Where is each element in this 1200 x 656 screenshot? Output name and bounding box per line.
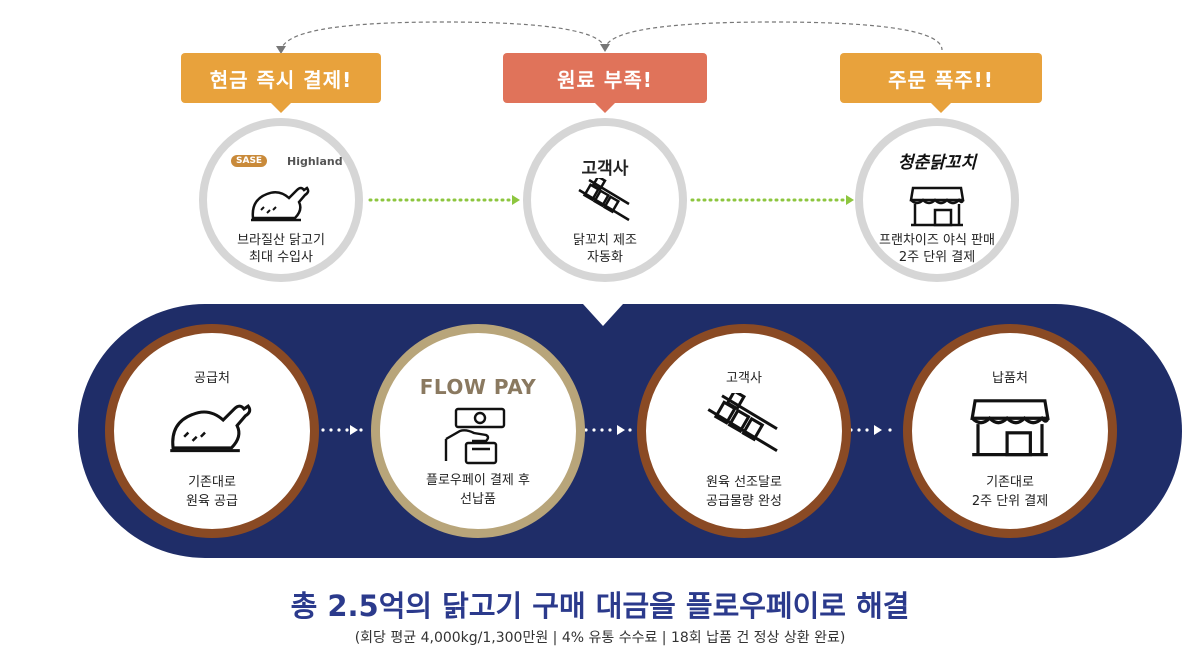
supplier-title: 공급처 <box>194 371 230 386</box>
band-connectors <box>313 425 892 435</box>
step-supplier: 공급처 기존대로 원육 공급 <box>105 324 319 538</box>
chicken-icon <box>251 186 310 222</box>
client-step-caption-line1: 원육 선조달로 <box>706 475 782 490</box>
step-client: 고객사 원육 선조달로 공급물량 완성 <box>637 324 851 538</box>
tag-cash-payment: 현금 즉시 결제! <box>181 53 381 113</box>
skewer-icon <box>707 393 778 453</box>
top-connector-arcs <box>276 21 943 54</box>
band-notch <box>583 304 623 326</box>
flow-pay-caption-line1: 플로우페이 결제 후 <box>426 473 530 488</box>
tag-material-shortage: 원료 부족! <box>503 53 707 113</box>
storefront-icon <box>970 399 1050 457</box>
sase-logo: SASE Highland <box>231 154 343 172</box>
highland-logo-text: Highland <box>287 155 343 168</box>
top-circle-franchise: 청춘닭꼬치 프랜차이즈 야식 판매 2주 단위 결제 <box>855 118 1019 282</box>
client-caption-line1: 닭꼬치 제조 <box>573 233 637 248</box>
importer-caption-line2: 최대 수입사 <box>249 250 313 265</box>
buyer-caption-line1: 기존대로 <box>986 475 1034 490</box>
step-flow-pay: FLOW PAY 플로우페이 결제 후 선납품 <box>371 324 585 538</box>
tag-order-surge: 주문 폭주!! <box>840 53 1042 113</box>
flow-pay-title: FLOW PAY <box>419 375 537 399</box>
storefront-icon <box>909 186 965 227</box>
sase-logo-text: SASE <box>231 155 268 167</box>
buyer-caption-line2: 2주 단위 결제 <box>971 494 1049 509</box>
top-circle-importer: SASE Highland 브라질산 닭고기 최대 수입사 <box>199 118 363 282</box>
subline: (회당 평균 4,000kg/1,300만원 | 4% 유통 수수료 | 18회… <box>354 630 846 646</box>
client-step-caption-line2: 공급물량 완성 <box>706 494 782 509</box>
franchise-caption-line1: 프랜차이즈 야식 판매 <box>879 233 995 248</box>
importer-caption-line1: 브라질산 닭고기 <box>237 233 325 248</box>
supplier-caption-line2: 원육 공급 <box>186 494 238 509</box>
chicken-icon <box>170 404 252 453</box>
client-step-title: 고객사 <box>726 371 762 386</box>
payment-hand-icon <box>444 407 506 465</box>
buyer-title: 납품처 <box>992 371 1028 386</box>
franchise-caption-line2: 2주 단위 결제 <box>898 250 976 265</box>
client-caption-line2: 자동화 <box>587 250 623 265</box>
top-circle-client: 고객사 닭꼬치 제조 자동화 <box>523 118 687 282</box>
headline: 총 2.5억의 닭고기 구매 대금을 플로우페이로 해결 <box>290 589 910 623</box>
client-label: 고객사 <box>581 159 629 179</box>
cheongchun-logo: 청춘닭꼬치 <box>897 153 977 173</box>
supplier-caption-line1: 기존대로 <box>188 475 236 490</box>
flow-pay-caption-line2: 선납품 <box>460 492 496 507</box>
step-buyer: 납품처 기존대로 2주 단위 결제 <box>903 324 1117 538</box>
skewer-icon <box>578 178 630 222</box>
top-green-connectors <box>368 195 854 205</box>
